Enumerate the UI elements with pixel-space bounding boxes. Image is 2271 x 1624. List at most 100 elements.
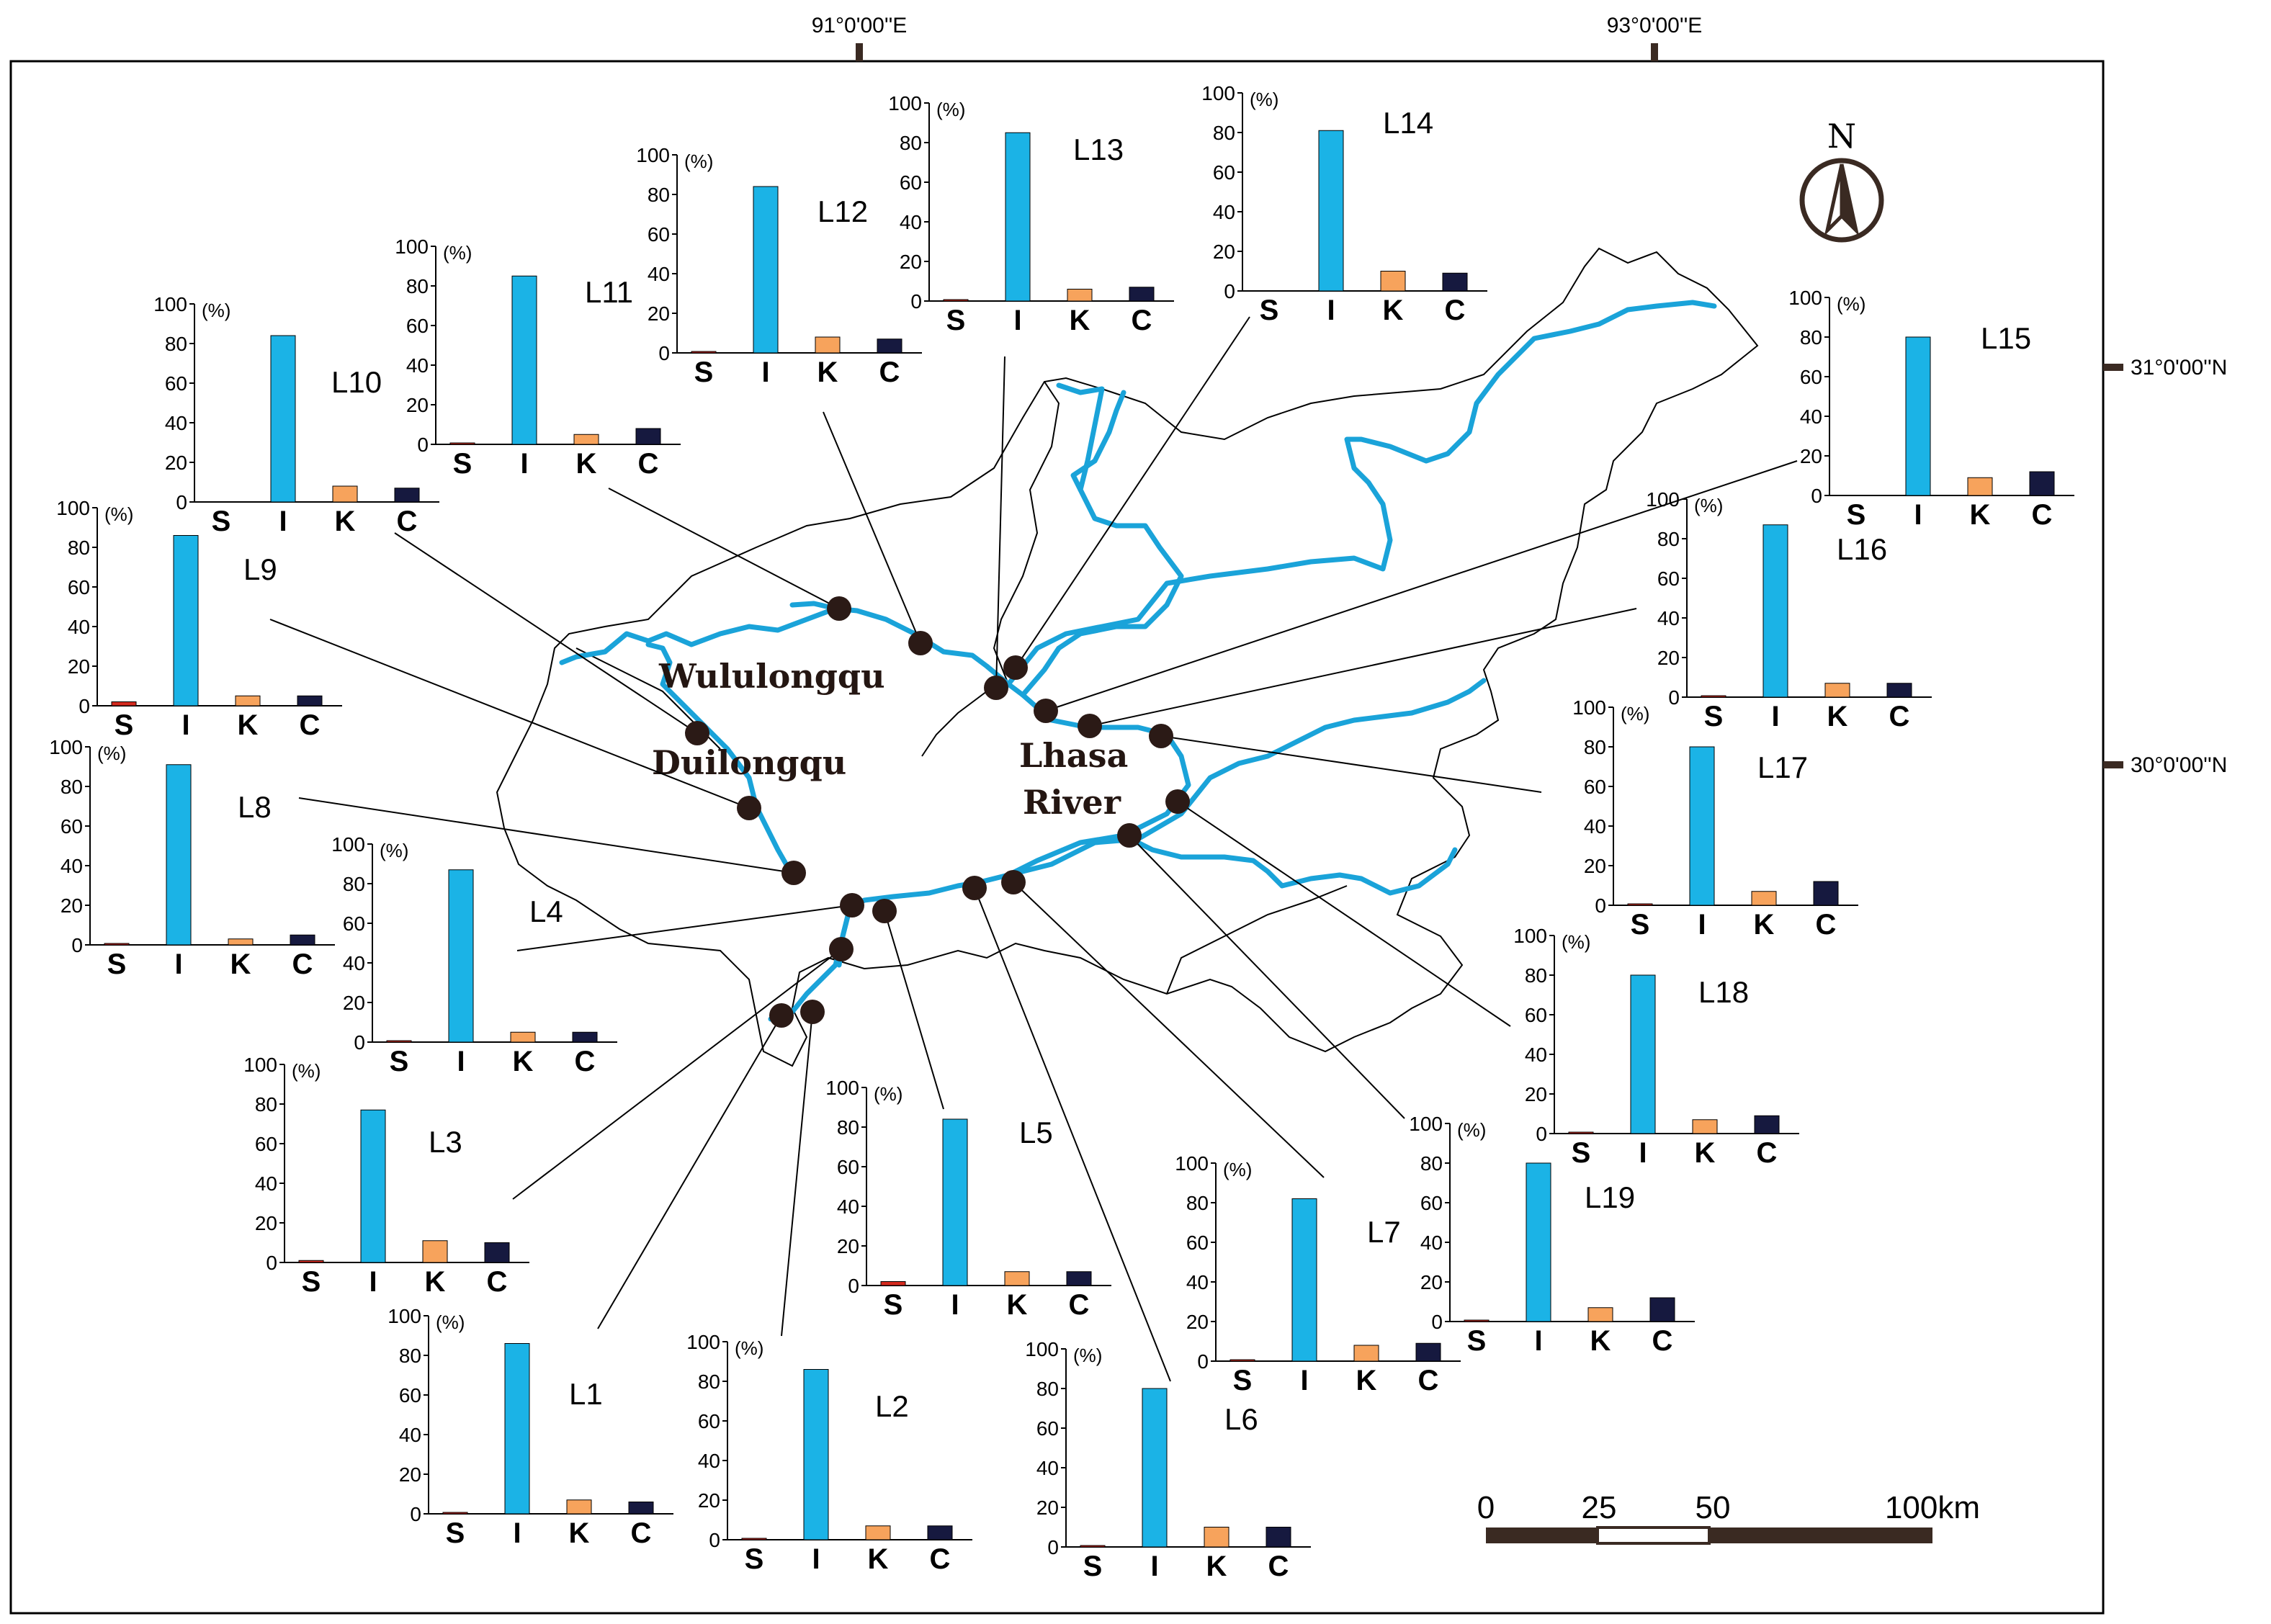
river-labels: Wululongqu Duilongqu Lhasa River <box>652 657 1128 822</box>
graticule: 91°0'00''E 93°0'00''E 31°0'00''N 30°0'00… <box>812 14 2228 777</box>
y-tick-label: 60 <box>255 1133 277 1155</box>
category-label-k: K <box>1070 305 1090 336</box>
category-label-c: C <box>631 1517 652 1549</box>
y-tick-label: 100 <box>56 497 90 519</box>
category-label-c: C <box>1816 909 1837 941</box>
y-tick-label: 80 <box>1420 1152 1443 1175</box>
scale-label-100km: 100km <box>1885 1490 1980 1525</box>
y-tick-label: 60 <box>1420 1192 1443 1214</box>
category-label-s: S <box>390 1046 409 1077</box>
category-label-i: I <box>174 948 182 980</box>
y-tick-label: 100 <box>1513 925 1547 947</box>
unit-label: (%) <box>380 840 408 861</box>
basin-boundary <box>496 247 1759 1067</box>
leader-line-l6 <box>974 887 1171 1382</box>
y-tick-label: 20 <box>1186 1311 1209 1333</box>
y-tick-label: 40 <box>1800 405 1822 428</box>
category-label-c: C <box>2032 499 2053 531</box>
lon-tick-93 <box>1651 43 1658 61</box>
sampling-site-l2 <box>800 1000 825 1024</box>
y-tick-label: 100 <box>388 1305 421 1327</box>
y-tick-label: 80 <box>1657 528 1680 550</box>
scale-bar: 0 25 50 100km <box>1477 1490 1980 1545</box>
bar-s <box>104 943 130 946</box>
y-tick-label: 60 <box>1036 1417 1059 1440</box>
y-tick-label: 20 <box>399 1463 421 1486</box>
y-tick-label: 20 <box>837 1235 859 1257</box>
scale-segment-0-25 <box>1486 1527 1598 1543</box>
y-tick-label: 40 <box>68 616 90 638</box>
leader-line-l9 <box>269 619 750 809</box>
unit-label: (%) <box>1073 1345 1102 1366</box>
bar-k <box>1353 1345 1379 1362</box>
y-tick-label: 80 <box>900 132 922 154</box>
unit-label: (%) <box>1837 293 1865 315</box>
lon-tick-91 <box>856 43 863 61</box>
y-tick-label: 80 <box>1525 964 1547 987</box>
y-tick-label: 0 <box>848 1275 859 1297</box>
bar-c <box>628 1502 654 1515</box>
bar-k <box>573 434 599 445</box>
y-tick-label: 60 <box>900 171 922 194</box>
sampling-site-l5 <box>872 899 897 923</box>
category-label-k: K <box>868 1543 889 1575</box>
category-label-s: S <box>115 709 134 741</box>
y-tick-label: 100 <box>1788 287 1822 309</box>
unit-label: (%) <box>104 503 133 525</box>
sub-basin-boundary-1 <box>993 381 1060 685</box>
y-tick-label: 20 <box>165 452 187 474</box>
category-label-s: S <box>1260 295 1279 326</box>
leader-line-l7 <box>1013 881 1325 1178</box>
y-tick-label: 40 <box>1657 607 1680 629</box>
bar-s <box>1568 1131 1594 1134</box>
y-tick-label: 80 <box>1584 736 1606 758</box>
sampling-site-l6 <box>962 876 987 900</box>
y-tick-label: 100 <box>49 736 83 758</box>
unit-label: (%) <box>97 743 126 764</box>
bar-i <box>270 335 296 503</box>
bar-s <box>298 1260 324 1263</box>
leader-line-l19 <box>1129 835 1405 1119</box>
chart-label: L14 <box>1383 106 1433 140</box>
leader-line-l5 <box>884 910 944 1110</box>
basin-outline <box>496 247 1759 1067</box>
category-label-k: K <box>1827 701 1848 732</box>
y-tick-label: 20 <box>61 894 83 917</box>
bar-s <box>1627 903 1653 906</box>
y-tick-label: 60 <box>698 1410 720 1432</box>
chart-label: L15 <box>1981 321 2031 355</box>
chart-label: L18 <box>1698 975 1749 1009</box>
chart-label: L19 <box>1585 1180 1635 1214</box>
y-tick-label: 20 <box>698 1489 720 1512</box>
category-label-c: C <box>1069 1289 1090 1321</box>
category-label-s: S <box>694 356 714 388</box>
y-tick-label: 0 <box>417 434 429 456</box>
sampling-site-l8 <box>781 861 806 885</box>
category-label-i: I <box>1150 1551 1158 1582</box>
category-label-c: C <box>1132 305 1152 336</box>
unit-label: (%) <box>1223 1159 1252 1180</box>
north-arrow: N <box>1799 117 1884 243</box>
y-tick-label: 20 <box>1420 1271 1443 1293</box>
category-label-c: C <box>1268 1551 1289 1582</box>
label-lhasa-river-line-1: Lhasa <box>1019 736 1128 775</box>
category-label-s: S <box>745 1543 764 1575</box>
chart-label: L17 <box>1757 750 1808 784</box>
bar-k <box>1380 271 1406 292</box>
y-tick-label: 0 <box>658 342 670 364</box>
sampling-site-l12 <box>908 631 933 655</box>
category-label-s: S <box>1704 701 1724 732</box>
category-label-k: K <box>513 1046 534 1077</box>
category-label-k: K <box>335 506 356 537</box>
category-label-k: K <box>238 709 259 741</box>
leader-lines <box>269 316 1798 1382</box>
y-tick-label: 40 <box>406 354 429 377</box>
y-tick-label: 40 <box>399 1424 421 1446</box>
lon-label-91: 91°0'00''E <box>812 14 908 37</box>
